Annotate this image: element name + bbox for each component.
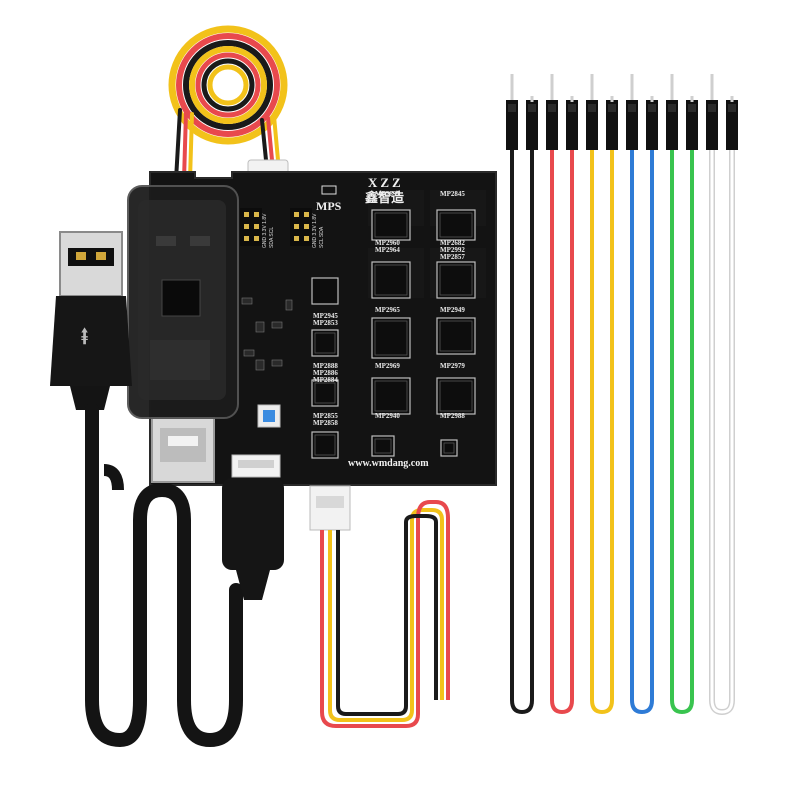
chip-socket: MP2965 <box>371 306 411 359</box>
header-pin <box>304 236 309 241</box>
side-label-2: SDA SCL <box>269 227 275 248</box>
header-pin <box>244 224 249 229</box>
header-pin <box>244 236 249 241</box>
header-pins <box>244 212 309 241</box>
header-pin <box>254 224 259 229</box>
chip-label: MP2940 <box>375 412 400 420</box>
usb-female-port <box>151 417 215 483</box>
chip-family: MPS <box>316 199 342 213</box>
chip-label: MP2845 <box>440 190 465 198</box>
brand-chinese: 鑫智造 <box>364 190 405 205</box>
chip-socket: MP2988 <box>440 412 465 457</box>
chip-label: MP2988 <box>440 412 465 420</box>
chip-socket: MP2979 <box>436 362 476 415</box>
header-pin <box>254 236 259 241</box>
chip-socket <box>311 277 339 305</box>
website-label: www.wmdang.com <box>348 458 429 469</box>
jumper-wires <box>506 74 738 716</box>
jumper-wire <box>706 74 738 716</box>
header-pin <box>244 212 249 217</box>
brand-latin: XZZ <box>368 175 404 190</box>
chip-label: MP2969 <box>375 362 400 370</box>
usb-bottom-plug <box>222 478 284 600</box>
header-pin <box>294 224 299 229</box>
chip-socket: MP2845 <box>436 190 476 241</box>
header-pin <box>294 236 299 241</box>
side-label-1: GND 3.3V 1.8V <box>262 213 268 248</box>
coiled-cable <box>168 25 288 182</box>
jumper-wire <box>506 74 538 715</box>
side-labels: GND 3.3V 1.8V SDA SCL GND 3.3V 1.8V SCL … <box>262 213 325 248</box>
usb-male-plug: ⭻ <box>50 231 132 410</box>
jumper-wire <box>626 74 658 715</box>
jumper-wire <box>586 74 618 715</box>
chip-socket: MP2969 <box>371 362 411 415</box>
chip-socket: MP2940 <box>371 412 400 457</box>
header-pin <box>304 224 309 229</box>
header-pin <box>304 212 309 217</box>
brand-logo: XZZ 鑫智造 MPS <box>316 175 405 213</box>
usb-icon: ⭻ <box>80 322 89 352</box>
jumper-wire <box>546 74 578 715</box>
usb-dongle <box>127 185 239 419</box>
chip-label: MP2949 <box>440 306 465 314</box>
jumper-wire <box>666 74 698 715</box>
header-pin <box>294 212 299 217</box>
chip-label: MP2965 <box>375 306 400 314</box>
side-label-4: SCL SDA <box>319 226 325 248</box>
chip-label: MP2979 <box>440 362 465 370</box>
usb-cable <box>85 403 243 748</box>
usb-cable-loop <box>103 464 124 491</box>
reset-button <box>257 404 281 428</box>
smd-components <box>241 297 293 371</box>
side-label-3: GND 3.3V 1.8V <box>312 213 318 248</box>
chip-label: MP2891 <box>375 190 400 198</box>
chip-socket: MP2891 <box>371 190 411 241</box>
jst-lead <box>309 485 450 728</box>
chip-socket: MP2949 <box>436 306 476 355</box>
header-pin <box>254 212 259 217</box>
bottom-connector <box>231 454 281 478</box>
